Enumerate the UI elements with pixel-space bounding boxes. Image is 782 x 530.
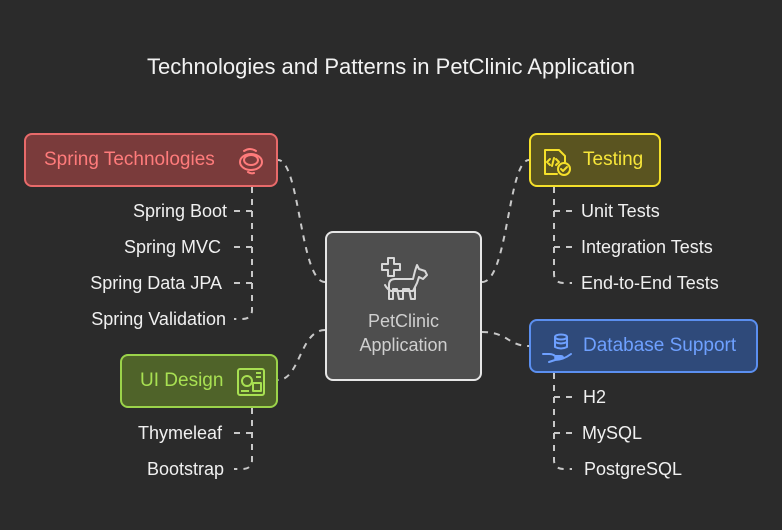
code-check-icon [541, 146, 573, 183]
database-item-0: H2 [583, 387, 607, 407]
connector-database-items [553, 373, 572, 470]
database-hand-icon [541, 332, 573, 369]
branch-database-support: Database Support [529, 319, 758, 373]
branch-testing-label: Testing [583, 149, 644, 170]
database-item-1: MySQL [582, 423, 643, 443]
spring-item-0: Spring Boot [132, 201, 227, 221]
connector-spring [277, 159, 326, 283]
diagram-title: Technologies and Patterns in PetClinic A… [147, 54, 635, 79]
database-item-2: PostgreSQL [584, 459, 683, 479]
branch-database-label: Database Support [583, 335, 737, 356]
connector-database [481, 331, 530, 347]
connector-spring-items [234, 187, 253, 320]
testing-item-2: End-to-End Tests [581, 273, 719, 293]
connector-testing [481, 159, 530, 283]
branch-ui-design: UI Design [120, 354, 278, 408]
dog-with-cross-icon [379, 255, 431, 314]
spring-item-1: Spring MVC [123, 237, 221, 257]
spring-item-3: Spring Validation [91, 309, 226, 329]
ui-layout-icon [236, 367, 266, 402]
testing-item-0: Unit Tests [581, 201, 660, 221]
branch-spring-label: Spring Technologies [44, 149, 215, 170]
branch-ui-label: UI Design [140, 370, 224, 391]
ui-item-1: Bootstrap [146, 459, 224, 479]
center-label-line2: Application [359, 335, 448, 355]
branch-spring-technologies: Spring Technologies [24, 133, 278, 187]
testing-item-1: Integration Tests [581, 237, 713, 257]
center-label-line1: PetClinic [367, 311, 440, 331]
spring-swirl-icon [236, 146, 266, 181]
connector-testing-items [553, 187, 572, 284]
connector-ui [277, 329, 326, 381]
branch-testing: Testing [529, 133, 661, 187]
center-node: PetClinic Application [325, 231, 482, 381]
connector-ui-items [234, 408, 253, 470]
ui-item-0: Thymeleaf [137, 423, 222, 443]
spring-item-2: Spring Data JPA [90, 273, 222, 293]
